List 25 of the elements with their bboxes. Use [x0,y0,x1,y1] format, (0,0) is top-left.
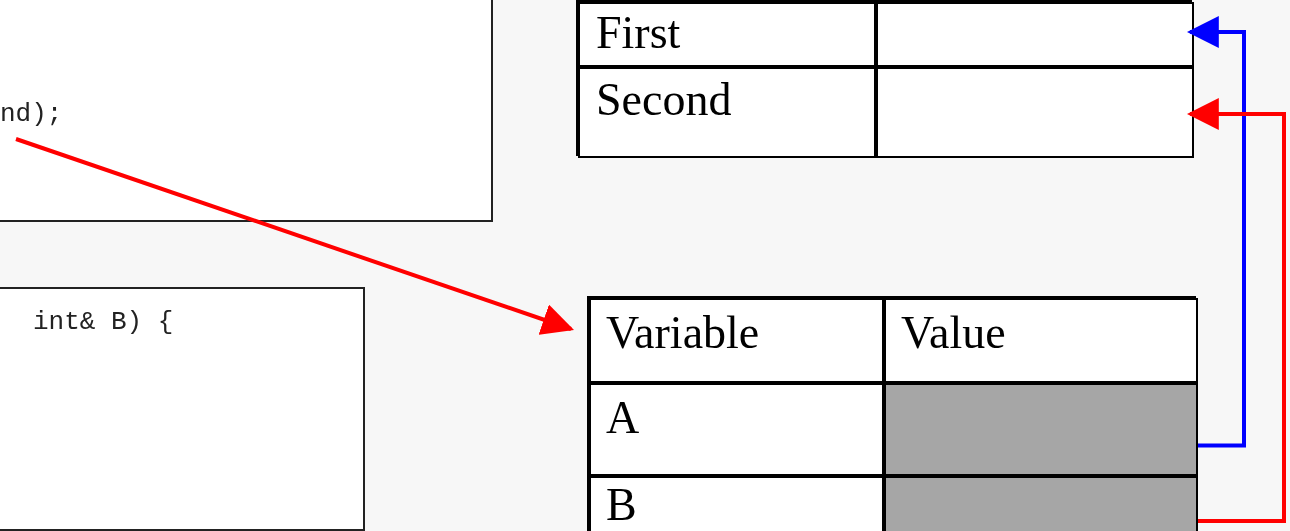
table [576,0,1192,156]
arrow [1186,16,1246,448]
code-text: nd); [0,101,63,127]
table-cell [578,2,876,67]
table-cell [876,2,1194,67]
table [587,296,1196,531]
table-cell [884,298,1198,383]
cell-text: A [606,395,640,441]
table-cell [876,67,1194,158]
shaded-cell [884,383,1198,476]
table-cell [589,383,884,476]
code-panel [0,0,493,222]
code-text: int& B) { [33,309,174,335]
code-panel [0,287,365,531]
table-cell [589,476,884,531]
cell-text: Value [901,310,1006,356]
cell-text: First [596,10,681,56]
arrow [1186,98,1286,523]
cell-text: Second [596,77,732,123]
shaded-cell [884,476,1198,531]
table-cell [578,67,876,158]
table-cell [589,298,884,383]
cell-text: Variable [606,310,760,356]
arrow [15,137,575,335]
cell-text: B [606,482,637,528]
